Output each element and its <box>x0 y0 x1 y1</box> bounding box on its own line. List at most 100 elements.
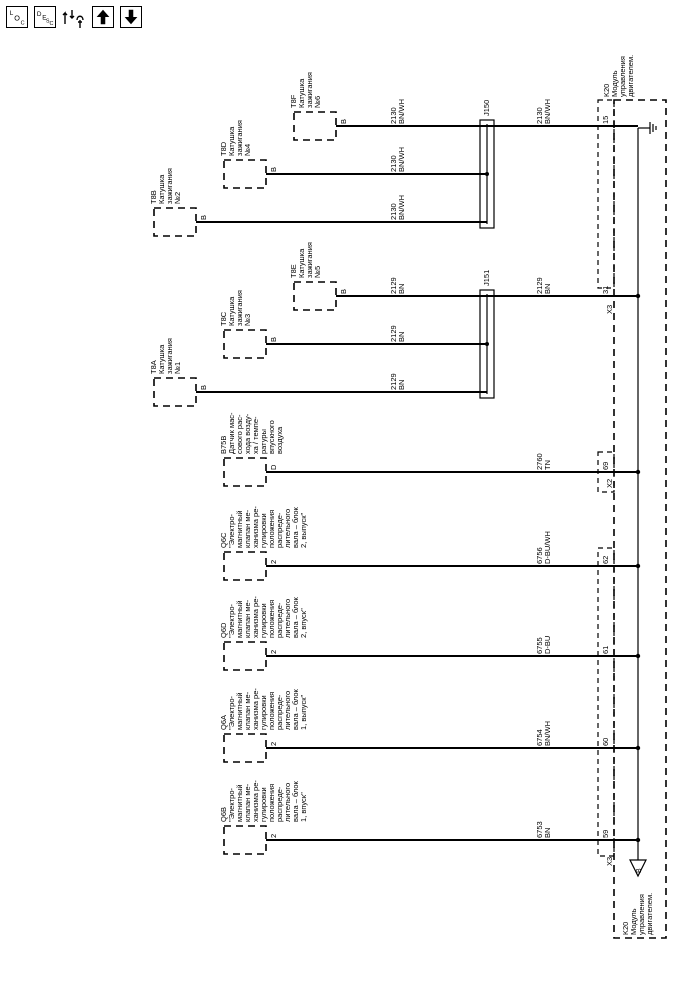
wire-5-circuit: 2129 <box>389 277 398 294</box>
component-b75b-line-6: впускного <box>267 420 276 454</box>
component-t8d-line-3: №4 <box>243 144 252 156</box>
component-q6b-line-5: гулировки <box>259 787 268 822</box>
component-q6c-line-1: "Электро- <box>227 514 236 548</box>
component-b75b-line-3: хода возду- <box>243 413 252 454</box>
ecm-top-name-3: двигателем. <box>626 55 635 97</box>
connector-x3-top-label: X3 <box>605 305 614 314</box>
component-t8f-pin: B <box>339 119 348 124</box>
component-q6d-pin: 2 <box>269 650 278 654</box>
component-t8d-line-1: Катушка <box>227 126 236 156</box>
component-q6c-line-4: ханизма ре- <box>251 506 260 548</box>
component-q6b-pin: 2 <box>269 834 278 838</box>
component-t8a-line-3: №1 <box>173 362 182 374</box>
component-q6d-line-7: распреде- <box>275 602 284 638</box>
component-q6c-line-9: вала – блок <box>291 506 300 548</box>
wire-9-color: D-BU/WH <box>543 531 552 564</box>
component-t8c-pin: B <box>269 337 278 342</box>
connector-diagnostics-button[interactable] <box>62 6 86 30</box>
desc-icon-main: E <box>42 15 46 22</box>
wire-8-color: TN <box>543 460 552 470</box>
component-t8b-ref: T8B <box>149 190 158 204</box>
component-q6d-ref: Q6D <box>219 622 228 638</box>
component-q6c-line-10: 2, выпуск" <box>299 513 308 548</box>
up-arrow-button[interactable] <box>92 6 114 28</box>
wire-3-circuit: 2130 <box>389 203 398 220</box>
wire-11-color: BN/WH <box>543 721 552 746</box>
component-t8b-label: T8B Катушка зажигания №2 <box>149 168 182 204</box>
component-t8c-ref: T8C <box>219 311 228 326</box>
wire-1-circuit: 2130 <box>389 107 398 124</box>
wire-12-circuit: 6753 <box>535 821 544 838</box>
down-arrow-button[interactable] <box>120 6 142 28</box>
component-q6b-box <box>223 825 267 855</box>
ecm-top-ref: K20 <box>602 84 611 97</box>
arrow-down-icon <box>124 9 138 25</box>
component-t8e-line-2: зажигания <box>305 242 314 278</box>
wire-1-color: BN/WH <box>397 99 406 124</box>
ecm-ground-pin-label: B <box>636 868 643 873</box>
desc-button[interactable]: D E S C <box>34 6 56 28</box>
component-t8c-line-3: №3 <box>243 314 252 326</box>
wire-4-circuit: 2129 <box>535 277 544 294</box>
component-t8f-ref: T8F <box>289 94 298 108</box>
wire-10-color: D-BU <box>543 636 552 654</box>
ecm-bottom-name-3: двигателем. <box>645 893 654 935</box>
component-q6c-box <box>223 551 267 581</box>
bus-junctions <box>485 172 641 843</box>
component-q6a-ref: Q6A <box>219 715 228 730</box>
ecm-pin-69: 69 <box>601 462 610 470</box>
wire-8-circuit: 2760 <box>535 453 544 470</box>
component-t8c-label: T8C Катушка зажигания №3 <box>219 290 252 326</box>
component-t8b-line-2: зажигания <box>165 168 174 204</box>
component-b75b-line-2: сового рас- <box>235 414 244 454</box>
loc-button[interactable]: L O C <box>6 6 28 28</box>
connector-x2-label: X2 <box>605 479 614 488</box>
wire-4-color: BN <box>543 284 552 294</box>
component-q6a-label: Q6A "Электро- магнитный клапан ме- ханиз… <box>219 688 308 730</box>
component-q6a-line-5: гулировки <box>259 695 268 730</box>
loc-icon-sub: C <box>21 20 25 26</box>
component-t8a-line-1: Катушка <box>157 344 166 374</box>
component-q6a-pin: 2 <box>269 742 278 746</box>
wire-5-color: BN <box>397 284 406 294</box>
wire-6-color: BN <box>397 332 406 342</box>
component-t8e-line-1: Катушка <box>297 248 306 278</box>
component-b75b-line-5: ратуры <box>259 429 268 454</box>
ecm-pin-59: 59 <box>601 830 610 838</box>
component-q6c-line-2: магнитный <box>235 510 244 548</box>
component-b75b-pin: D <box>269 464 278 470</box>
component-t8e-ref: T8E <box>289 264 298 278</box>
wire-up-down-icon <box>62 10 84 28</box>
component-q6a-line-1: "Электро- <box>227 696 236 730</box>
component-q6b-line-9: вала – блок <box>291 780 300 822</box>
component-q6a-line-10: 1, выпуск" <box>299 695 308 730</box>
component-q6d-label: Q6D "Электро- магнитный клапан ме- ханиз… <box>219 596 308 638</box>
component-t8b-pin: B <box>199 215 208 220</box>
loc-icon-sup: L <box>10 10 14 17</box>
component-q6c-ref: Q6C <box>219 532 228 548</box>
component-q6c-line-3: клапан ме- <box>243 509 252 548</box>
loc-icon-main: O <box>14 14 20 23</box>
component-t8e-label: T8E Катушка зажигания №5 <box>289 242 322 278</box>
component-t8a-label: T8A Катушка зажигания №1 <box>149 338 182 374</box>
ecm-bottom-label: K20 Модуль управления двигателем. <box>621 893 654 935</box>
component-q6a-box <box>223 733 267 763</box>
component-t8e-line-3: №5 <box>313 266 322 278</box>
component-q6a-line-4: ханизма ре- <box>251 688 260 730</box>
connector-x3-top-box <box>597 99 615 289</box>
component-t8b-line-1: Катушка <box>157 174 166 204</box>
component-t8f-line-3: №6 <box>313 96 322 108</box>
ecm-ground-terminal: B <box>629 856 647 878</box>
desc-icon-sub: S <box>46 18 50 24</box>
wire-0-circuit: 2130 <box>535 107 544 124</box>
ecm-bottom-name-2: управления <box>637 894 646 935</box>
component-t8f-line-1: Катушка <box>297 78 306 108</box>
component-q6c-line-5: гулировки <box>259 513 268 548</box>
wire-2-circuit: 2130 <box>389 155 398 172</box>
component-t8a-ref: T8A <box>149 360 158 374</box>
component-q6d-line-9: вала – блок <box>291 596 300 638</box>
desc-icon-sub2: C <box>50 21 54 27</box>
loc-icon: L O C <box>10 10 25 26</box>
component-q6b-line-1: "Электро- <box>227 788 236 822</box>
component-q6c-line-7: распреде- <box>275 512 284 548</box>
